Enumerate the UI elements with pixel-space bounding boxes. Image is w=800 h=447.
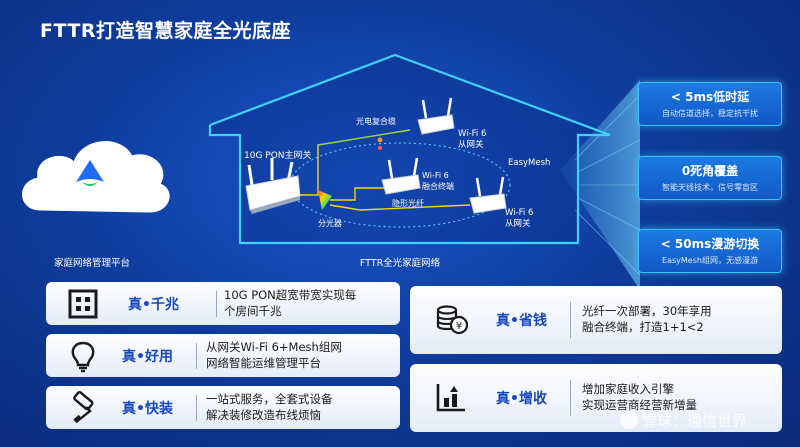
card-divider [216, 291, 217, 317]
cloud-name: Aquar [71, 193, 109, 206]
benefit-line: 10G PON超宽带宽实现每 [224, 288, 357, 302]
benefit-line: 一站式服务，全套式设备 [206, 392, 333, 406]
benefit-card-gigabit: 真•千兆 10G PON超宽带宽实现每 个房间千兆 [46, 282, 400, 325]
card-divider [196, 395, 197, 421]
invisible-fiber-label: 隐形光纤 [392, 198, 424, 208]
main-gateway-label: 10G PON主网关 [244, 149, 312, 161]
feature-headline: < 5ms低时延 [670, 90, 750, 104]
combiner-label: 光电复合缆 [356, 116, 396, 126]
benefit-text: 光纤一次部署，30年享用 融合终端，打造1+1<2 [582, 303, 712, 335]
benefit-line: 增加家庭收入引擎 [582, 382, 674, 396]
house-caption: FTTR全光家庭网络 [360, 257, 441, 269]
benefit-text: 从网关Wi-Fi 6+Mesh组网 网络智能运维管理平台 [206, 339, 342, 371]
benefit-line: 解决装修改造布线烦恼 [206, 408, 321, 422]
benefit-line: 光纤一次部署，30年享用 [582, 304, 712, 318]
benefit-text: 一站式服务，全套式设备 解决装修改造布线烦恼 [206, 391, 333, 423]
card-divider [570, 302, 571, 338]
node-right-label-2: 从网关 [505, 218, 531, 229]
card-divider [570, 380, 571, 416]
feature-card-roaming: < 50ms漫游切换 EasyMesh组网，无感漫游 [638, 229, 782, 273]
benefit-line: 从网关Wi-Fi 6+Mesh组网 [206, 340, 342, 354]
wifi-node-mid [381, 157, 421, 195]
benefit-card-income: 真•增收 增加家庭收入引擎 实现运营商经营新增量 [410, 364, 782, 432]
benefit-line: 实现运营商经营新增量 [582, 398, 697, 412]
qr-grid-icon [68, 289, 98, 319]
benefit-card-save: ¥ 真•省钱 光纤一次部署，30年享用 融合终端，打造1+1<2 [410, 286, 782, 354]
node-right-label-1: Wi-Fi 6 [505, 208, 533, 218]
feature-card-latency: < 5ms低时延 自动信道选择，稳定抗干扰 [638, 82, 782, 126]
benefit-label: 真•千兆 [128, 297, 179, 313]
node-mid-label-2: 融合终端 [422, 181, 454, 191]
feature-headline: < 50ms漫游切换 [660, 237, 760, 251]
watermark: 雪球：通信世界 [620, 410, 747, 431]
benefit-line: 融合终端，打造1+1<2 [582, 320, 704, 334]
fiber-glow [317, 129, 411, 146]
lightbulb-icon [71, 341, 95, 373]
feature-sub: EasyMesh组网，无感漫游 [662, 256, 758, 265]
feature-sub: 智能天线技术，信号零盲区 [662, 183, 758, 192]
benefit-label: 真•快装 [122, 401, 173, 417]
node-top-label-1: Wi-Fi 6 [458, 129, 486, 139]
node-mid-label-1: Wi-Fi 6 [422, 171, 449, 180]
feature-headline: 0死角覆盖 [681, 164, 739, 178]
benefit-label: 真•省钱 [496, 313, 547, 329]
main-gateway-router [245, 158, 301, 214]
snowball-logo-icon [620, 411, 638, 429]
feature-card-coverage: 0死角覆盖 智能天线技术，信号零盲区 [638, 156, 782, 200]
aquar-logo-icon [76, 160, 104, 182]
coins-icon: ¥ [436, 305, 468, 335]
card-divider [196, 343, 197, 369]
splitter-label: 分光器 [318, 218, 342, 228]
benefit-card-install: 真•快装 一站式服务，全套式设备 解决装修改造布线烦恼 [46, 386, 400, 429]
splitter-prism [318, 190, 332, 210]
benefit-line: 个房间千兆 [224, 304, 282, 318]
paint-roller-icon [73, 391, 94, 424]
page-title: FTTR打造智慧家庭全光底座 [40, 20, 291, 42]
benefit-line: 网络智能运维管理平台 [206, 356, 321, 370]
benefit-label: 真•增收 [496, 391, 547, 407]
beam-rays [574, 94, 641, 276]
benefit-text: 增加家庭收入引擎 实现运营商经营新增量 [582, 381, 697, 413]
wifi-node-top [417, 97, 455, 135]
svg-text:¥: ¥ [456, 321, 462, 332]
benefit-label: 真•好用 [122, 349, 173, 365]
growth-chart-icon [436, 384, 465, 412]
combiner-node-icon [377, 137, 383, 143]
benefit-card-usable: 真•好用 从网关Wi-Fi 6+Mesh组网 网络智能运维管理平台 [46, 334, 400, 377]
node-top-label-2: 从网关 [458, 139, 484, 150]
feature-sub: 自动信道选择，稳定抗干扰 [662, 109, 758, 118]
easymesh-label: EasyMesh [508, 158, 550, 168]
house-outline [208, 53, 611, 245]
benefit-text: 10G PON超宽带宽实现每 个房间千兆 [224, 287, 356, 319]
cloud-caption: 家庭网络管理平台 [54, 257, 130, 269]
watermark-text: 雪球：通信世界 [642, 412, 748, 430]
wifi-node-right [469, 176, 507, 214]
